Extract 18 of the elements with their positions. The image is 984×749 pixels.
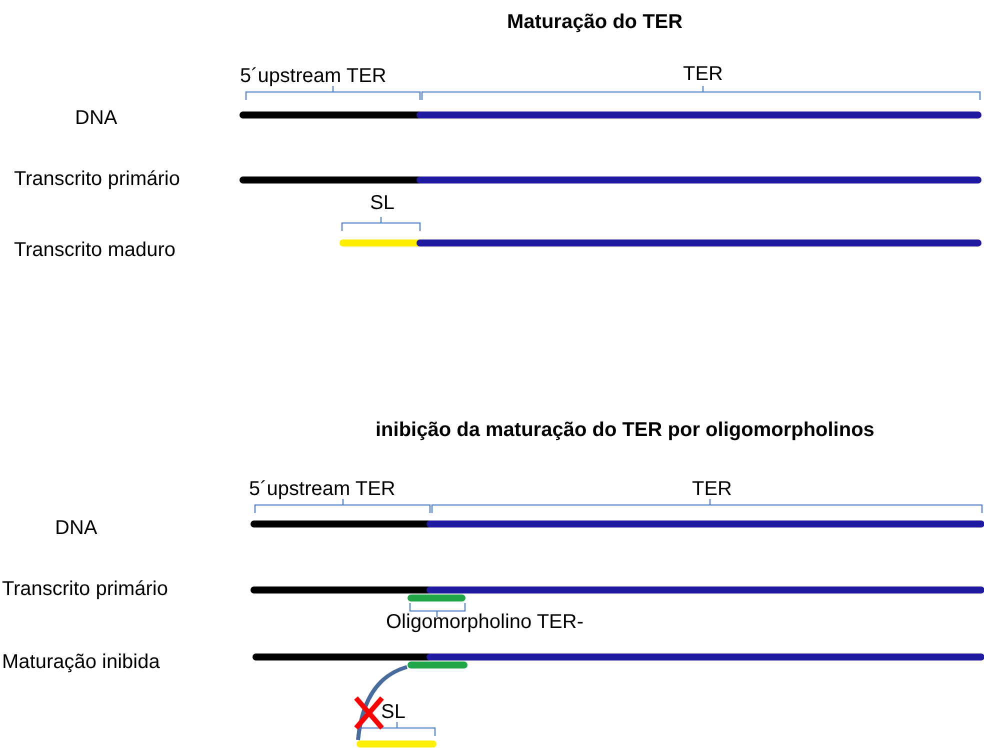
sl-bar <box>356 740 436 748</box>
segment-label: TER <box>692 477 732 501</box>
segment-label: Oligomorpholino TER- <box>386 610 584 634</box>
section-title: inibição da maturação do TER por oligomorpholinos <box>376 418 874 442</box>
segment-label: SL <box>381 700 406 724</box>
segment-label: 5´upstream TER <box>249 477 396 501</box>
section-title: Maturação do TER <box>507 10 683 34</box>
row-label: Maturação inibida <box>2 650 160 674</box>
row-label: Transcrito primário <box>2 577 168 601</box>
oligo-bar <box>408 662 468 668</box>
row-label: DNA <box>55 516 98 540</box>
row-label: Transcrito maduro <box>14 238 176 262</box>
row-label: Transcrito primário <box>14 167 180 191</box>
segment-label: 5´upstream TER <box>240 64 386 88</box>
segment-label: SL <box>370 191 394 215</box>
row-label: DNA <box>75 106 118 130</box>
curved-line <box>356 665 408 740</box>
segment-label: TER <box>683 62 723 86</box>
